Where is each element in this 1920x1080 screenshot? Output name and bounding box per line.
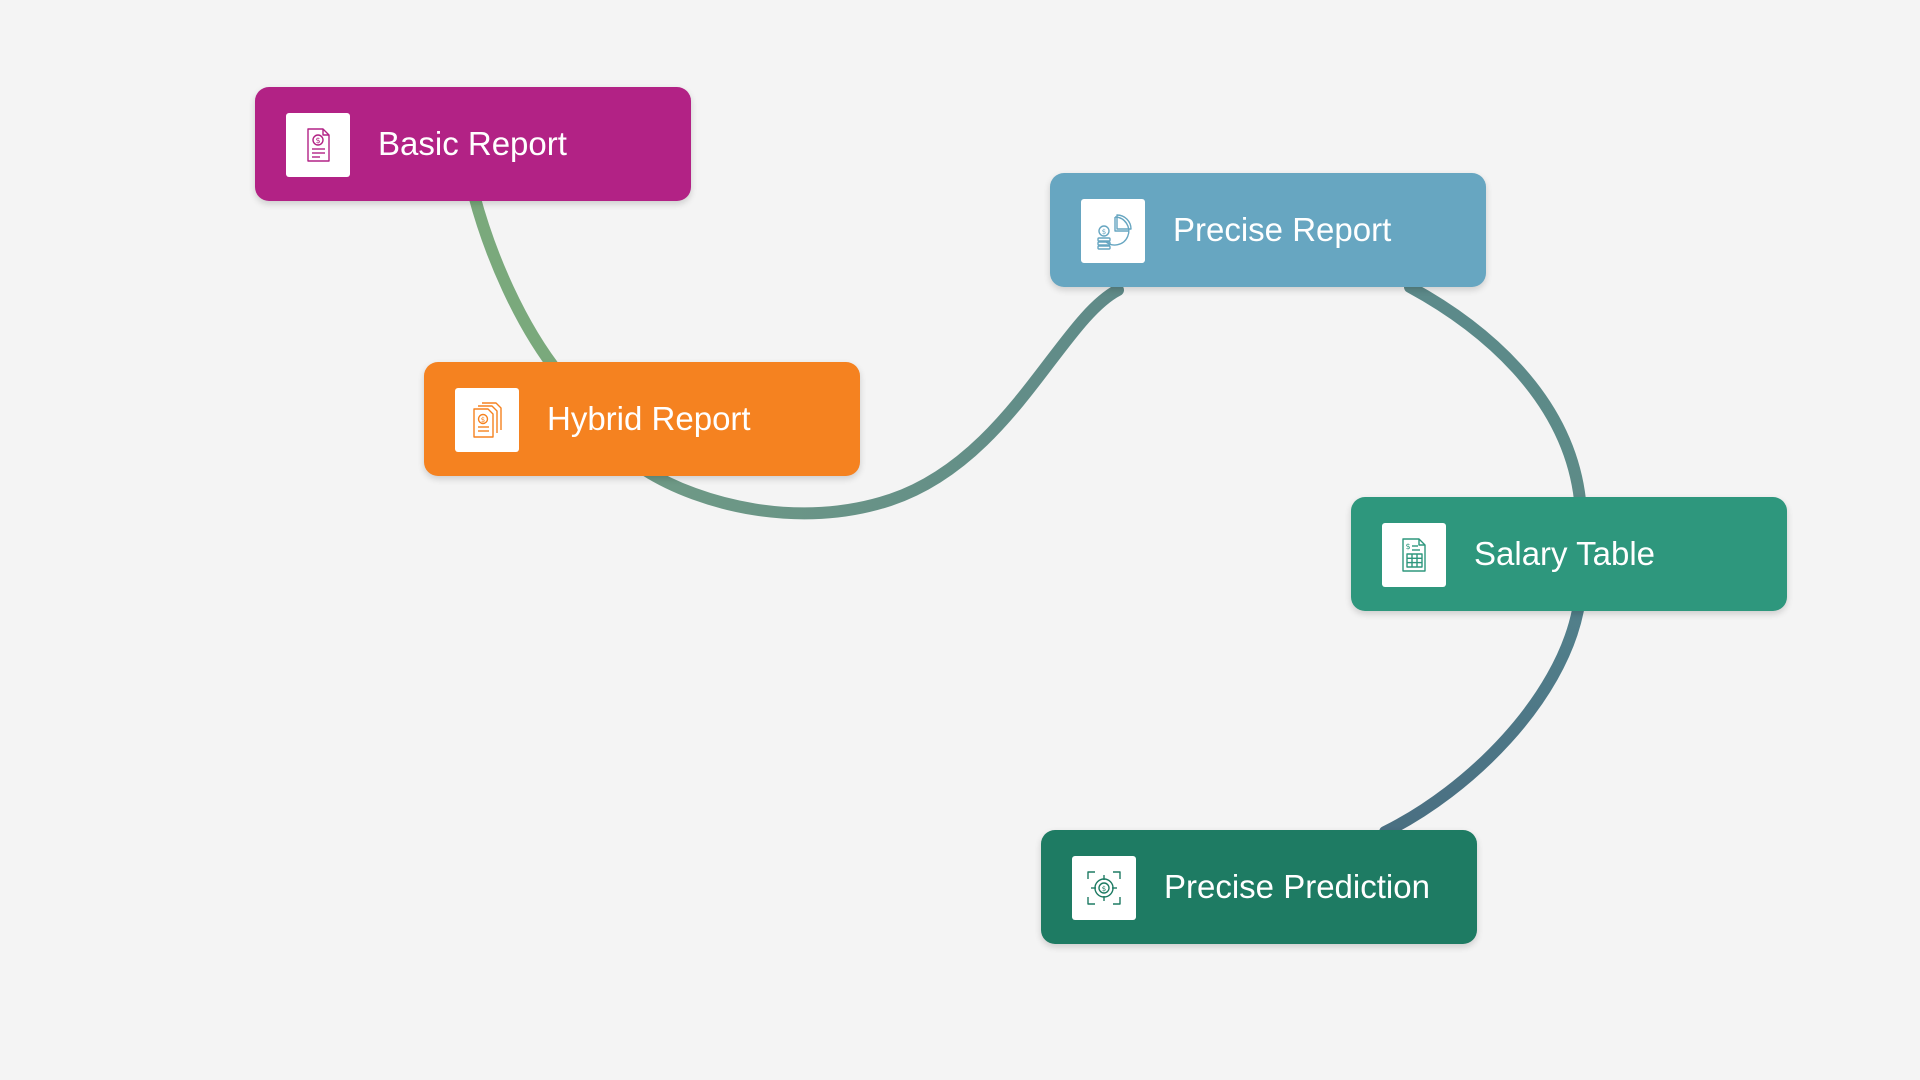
icon-container: $ bbox=[1382, 523, 1446, 587]
icon-container: $ bbox=[1081, 199, 1145, 263]
svg-text:$: $ bbox=[481, 416, 485, 424]
connector-salary-to-prediction bbox=[1379, 604, 1584, 838]
target-dollar-icon: $ bbox=[1087, 871, 1121, 905]
svg-text:$: $ bbox=[1102, 885, 1106, 893]
svg-text:$: $ bbox=[1102, 228, 1106, 236]
connector-precise-to-salary bbox=[1404, 281, 1586, 506]
connector-basic-to-hybrid bbox=[468, 189, 566, 381]
svg-text:$: $ bbox=[315, 136, 320, 145]
stacked-documents-dollar-icon: $ bbox=[473, 402, 502, 438]
node-label: Hybrid Report bbox=[547, 400, 751, 437]
pie-chart-coins-icon: $ bbox=[1097, 214, 1132, 250]
node-precise-report[interactable]: $ Precise Report bbox=[1050, 173, 1486, 287]
node-label: Salary Table bbox=[1474, 535, 1656, 572]
node-label: Basic Report bbox=[378, 125, 567, 162]
dollar-document-icon: $ bbox=[307, 128, 330, 162]
connector-hybrid-to-precise bbox=[639, 284, 1124, 520]
node-basic-report[interactable]: $ Basic Report bbox=[255, 87, 691, 201]
icon-container: $ bbox=[455, 388, 519, 452]
svg-text:$: $ bbox=[1405, 542, 1410, 551]
node-hybrid-report[interactable]: $ Hybrid Report bbox=[424, 362, 860, 476]
node-salary-table[interactable]: $ Salary Table bbox=[1351, 497, 1787, 611]
node-label: Precise Prediction bbox=[1164, 868, 1430, 905]
node-label: Precise Report bbox=[1173, 211, 1392, 248]
calculator-sheet-icon: $ bbox=[1402, 538, 1426, 572]
node-precise-prediction[interactable]: $ Precise Prediction bbox=[1041, 830, 1477, 944]
icon-container: $ bbox=[286, 113, 350, 177]
icon-container: $ bbox=[1072, 856, 1136, 920]
